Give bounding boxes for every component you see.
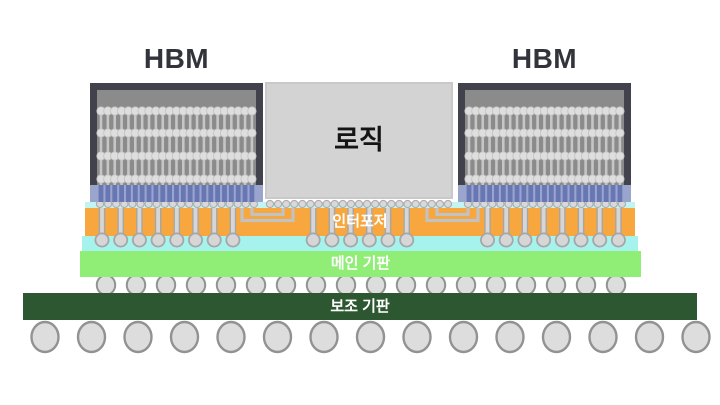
bottom-ball-row [30, 320, 711, 354]
hbm-stack-left [90, 83, 263, 202]
under-layer [82, 236, 638, 251]
logic-die [265, 82, 453, 199]
sub-board [23, 293, 697, 320]
hbm-stack-right [458, 83, 631, 202]
board-ball-row [95, 274, 627, 296]
main-board [80, 251, 641, 277]
